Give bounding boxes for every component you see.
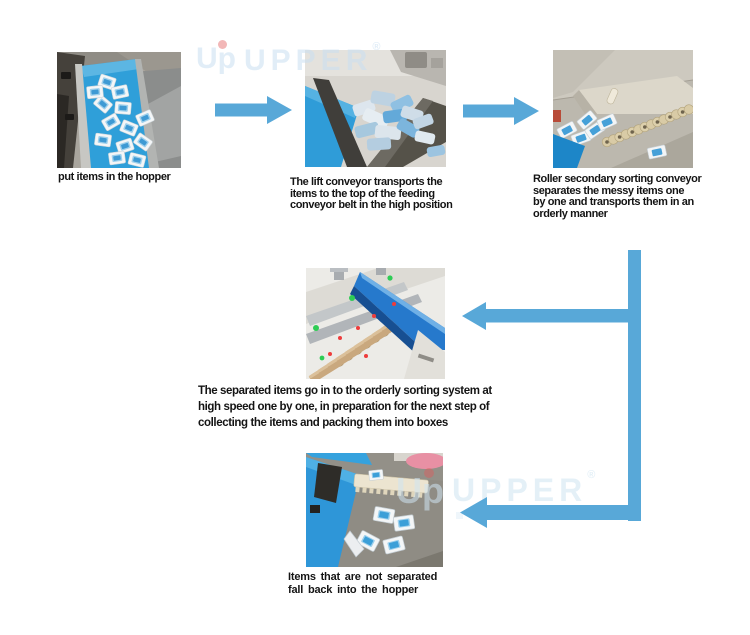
logo-red-dot-icon bbox=[218, 40, 227, 49]
registered-mark: ® bbox=[587, 469, 596, 481]
arrow-left-to-step5 bbox=[460, 497, 641, 528]
photo-step-5-fall-back bbox=[306, 453, 443, 567]
arrow-right-step1-to-step2 bbox=[215, 96, 292, 124]
caption-step-2: The lift conveyor transports the items t… bbox=[290, 176, 453, 211]
upper-monogram-icon: Up bbox=[196, 42, 236, 75]
arrow-left-to-step4 bbox=[462, 302, 641, 330]
arrow-right-step2-to-step3 bbox=[463, 97, 539, 125]
caption-step-3: Roller secondary sorting conveyor separa… bbox=[533, 173, 702, 220]
photo-step-3-roller-sorting bbox=[553, 50, 693, 168]
caption-step-1: put items in the hopper bbox=[58, 171, 171, 183]
photo-step-1-hopper bbox=[57, 52, 181, 168]
photo-step-2-lift-conveyor bbox=[305, 50, 446, 167]
caption-step-4: The separated items go in to the orderly… bbox=[198, 385, 492, 429]
photo-step-4-orderly-sorting bbox=[306, 268, 445, 379]
caption-step-5: Items that are not separated fall back i… bbox=[288, 571, 438, 596]
connector-vertical-step3-down bbox=[628, 250, 641, 521]
